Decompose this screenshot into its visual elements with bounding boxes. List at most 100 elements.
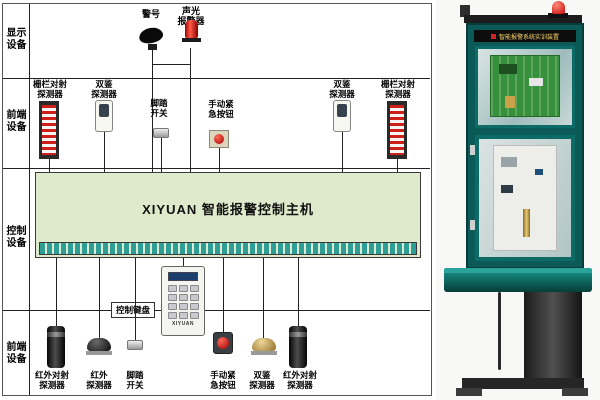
stand-foot-bar: [462, 378, 584, 389]
emergency-button-icon: [213, 332, 233, 354]
keypad-key: [178, 312, 188, 319]
strobe-dome: [184, 20, 198, 38]
ir-beam-detector-label: 红外对射 探测器: [282, 370, 317, 390]
foot-switch-bottom-label: 脚踏 开关: [126, 370, 144, 390]
host-title: XIYUAN 智能报警控制主机: [142, 201, 314, 217]
hanging-cable: [498, 292, 501, 370]
door-hinge: [470, 220, 475, 230]
stand-column: [524, 292, 582, 380]
connector-line: [155, 310, 161, 311]
ir-beam-detector-icon: [47, 326, 65, 368]
upper-glass-window: [475, 46, 575, 128]
red-button: [217, 337, 229, 349]
dual-tech-detector-icon: [95, 100, 113, 132]
connector-line: [135, 258, 136, 340]
dome-cap: [252, 338, 276, 351]
section-label-control-devices: 控制 设备: [6, 226, 27, 249]
keypad-key: [167, 294, 177, 301]
emergency-button-icon: [209, 130, 229, 148]
section-label-frontend-devices-top: 前端 设备: [6, 110, 27, 133]
beacon-base: [548, 13, 568, 18]
red-button: [214, 134, 224, 144]
section-divider: [3, 168, 430, 169]
keypad-key: [167, 303, 177, 310]
connector-line: [56, 258, 57, 326]
connector-line: [161, 138, 162, 172]
cabinet-title: 智能报警系统实训装置: [498, 34, 559, 41]
fence-detector-right-label: 栅栏对射 探测器: [380, 79, 415, 99]
section-label-display-devices: 显示 设备: [6, 28, 27, 51]
dual-tech-detector-icon: [333, 100, 351, 132]
keypad-screen: [168, 272, 198, 281]
connector-line: [298, 258, 299, 326]
connector-line: [263, 258, 264, 338]
circuit-board: [490, 55, 560, 117]
keypad-keys: [167, 285, 199, 319]
lower-glass-door: [475, 135, 575, 261]
detector-lens: [337, 104, 347, 117]
door-hinge: [470, 145, 475, 155]
section-divider: [3, 78, 430, 79]
stand-foot-right: [562, 388, 588, 396]
ir-beam-detector-icon: [289, 326, 307, 368]
dome-base: [86, 351, 112, 355]
section-divider: [3, 310, 430, 311]
ir-detector-label: 红外 探测器: [86, 370, 112, 390]
connector-line: [104, 132, 105, 172]
brand-logo: [490, 33, 496, 39]
connector-line: [183, 258, 184, 266]
chip: [505, 96, 515, 108]
foot-switch-icon: [127, 340, 143, 350]
detector-band: [289, 332, 307, 337]
connector-line: [397, 159, 398, 172]
terminal-strip: [39, 242, 417, 255]
fence-beam-detector-icon: [39, 101, 59, 159]
connector-line: [152, 64, 191, 65]
detector-band: [47, 332, 65, 337]
keypad-key: [189, 294, 199, 301]
keypad-key: [178, 303, 188, 310]
product-photo-alarm-training-cabinet: 智能报警系统实训装置: [436, 0, 600, 400]
component: [501, 157, 517, 167]
detector-lens: [99, 104, 109, 117]
brass-component: [523, 209, 530, 237]
connector-line: [152, 50, 153, 172]
keypad-key: [167, 285, 177, 292]
fence-detector-left-label: 栅栏对射 探测器: [32, 79, 67, 99]
connector-line: [190, 48, 191, 172]
stand-foot-left: [456, 388, 482, 396]
control-keypad: XIYUAN: [161, 266, 205, 336]
chip: [529, 78, 543, 86]
top-bracket: [460, 5, 470, 17]
emergency-button-top-label: 手动紧 急按钮: [208, 99, 234, 119]
ir-detector-icon: [86, 338, 112, 355]
strobe-base: [181, 38, 201, 42]
component: [535, 169, 543, 175]
cabinet-body: 智能报警系统实训装置: [466, 23, 584, 269]
desk-front: [444, 273, 592, 292]
foot-switch-icon: [153, 128, 169, 138]
siren-horn: [137, 25, 165, 46]
connector-line: [99, 258, 100, 338]
keypad-label: 控制键盘: [111, 302, 155, 318]
side-column-divider: [29, 4, 30, 395]
keypad-key: [189, 303, 199, 310]
keypad-key: [178, 294, 188, 301]
connector-line: [223, 258, 224, 332]
keypad-key: [167, 312, 177, 319]
ir-beam-detector-label: 红外对射 探测器: [34, 370, 69, 390]
connector-line: [49, 159, 50, 172]
foot-switch-top-label: 脚踏 开关: [150, 98, 168, 118]
chip: [499, 64, 517, 74]
cabinet-top-bar: [464, 15, 582, 23]
component: [501, 185, 513, 193]
cabinet-header: 智能报警系统实训装置: [474, 30, 576, 42]
alarm-system-diagram: 显示 设备 前端 设备 控制 设备 前端 设备 警号 声光 报警器 栅栏对射 探…: [2, 3, 432, 396]
siren-label: 警号: [141, 9, 160, 19]
dual-detector-bottom-label: 双鉴 探测器: [249, 370, 275, 390]
connector-line: [342, 132, 343, 172]
dome-base: [251, 351, 277, 355]
fence-beam-detector-icon: [387, 101, 407, 159]
keypad-key: [189, 285, 199, 292]
connector-line: [219, 148, 220, 172]
